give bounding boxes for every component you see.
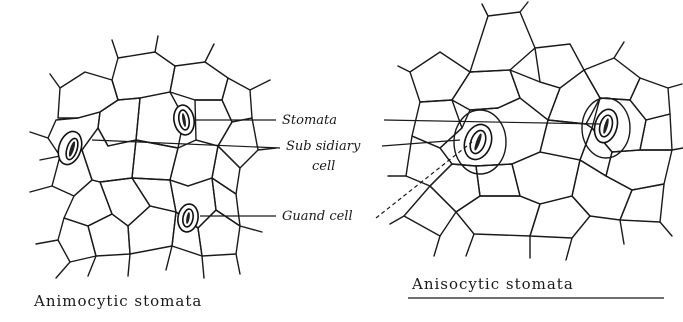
center-labels: Stomata Sub sidiary cell Guand cell	[282, 113, 361, 224]
label-guard-cell: Guand cell	[282, 209, 353, 224]
guard-cell-right-pointer	[376, 142, 472, 218]
label-subsidiary-line2: cell	[312, 159, 335, 174]
title-right: Anisocytic stomata	[411, 275, 574, 293]
anisocytic-epidermis	[388, 2, 683, 260]
anomocytic-epidermis	[30, 36, 276, 278]
title-left: Animocytic stomata	[33, 292, 202, 310]
label-subsidiary-line1: Sub sidiary	[286, 139, 361, 154]
subsidiary-right-pointer	[382, 140, 460, 146]
pointer-lines	[92, 120, 600, 218]
label-stomata: Stomata	[282, 113, 337, 128]
